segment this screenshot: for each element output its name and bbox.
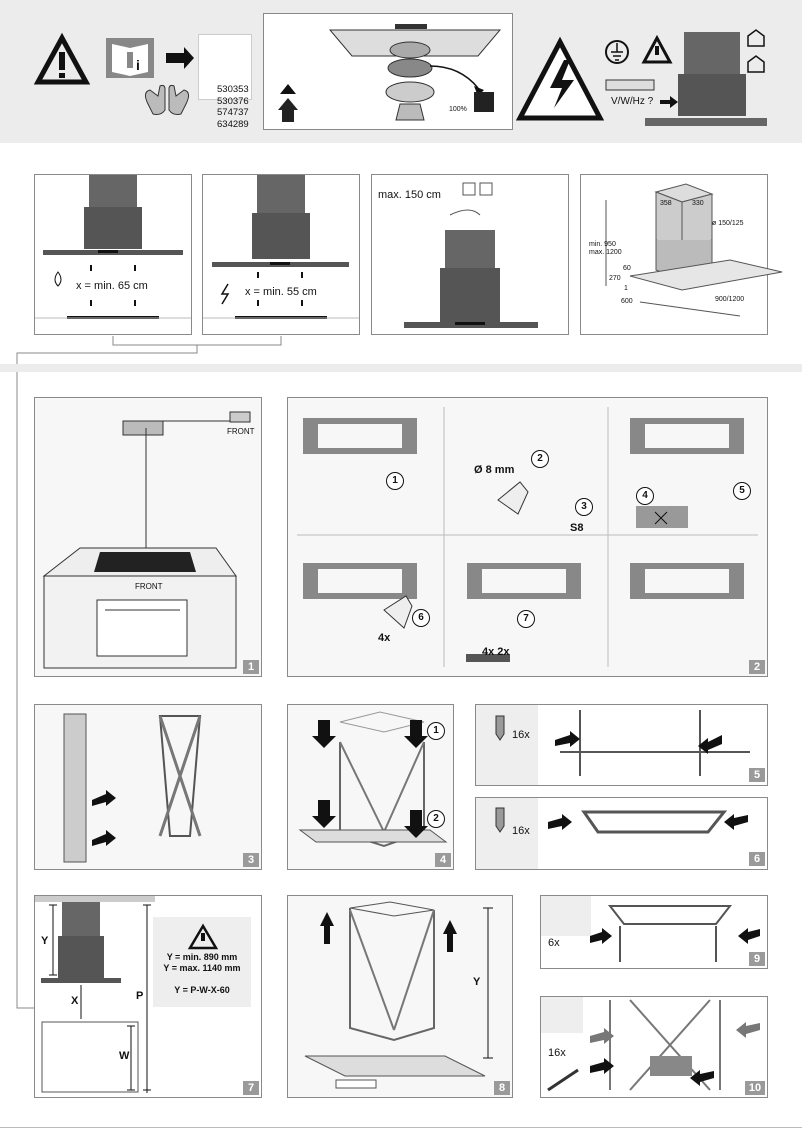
step-5-number: 5 [749,768,765,782]
step-5-qty: 16x [512,729,530,741]
dim-diameter: ø 150/125 [712,220,744,227]
qty-4x2x-label: 4x 2x [482,646,510,658]
step-7-label-x: X [71,995,79,1007]
part-number-3: 634289 [217,118,249,130]
dim-358: 358 [660,200,672,207]
part-numbers-list: 530353 530376 574737 634289 [217,84,249,130]
step-2-sub-6: 6 [412,609,430,627]
step-6-qty: 16x [512,825,530,837]
voltage-label: V/W/Hz ? [611,96,654,107]
step-6-number: 6 [749,852,765,866]
electric-distance-label: x = min. 55 cm [245,286,317,298]
part-number-1: 530376 [217,95,249,107]
step-2-sub-7: 7 [517,610,535,628]
svg-text:i: i [136,57,140,73]
step-8-number: 8 [494,1081,510,1095]
part-number-2: 574737 [217,107,249,118]
recycle-label: 100% [449,106,467,113]
step-2-number: 2 [749,660,765,674]
front-label-top: FRONT [227,427,255,436]
manual-leaflet-icon [198,34,252,100]
step-2-sub-4: 4 [636,487,654,505]
step-9-qty: 6x [548,937,560,949]
step-7-number: 7 [243,1081,259,1095]
screw-size-label: S8 [570,522,584,534]
front-label-bottom: FRONT [135,582,163,591]
part-number-0: 530353 [217,84,249,95]
step-8-label-y: Y [473,976,481,988]
step-4-sub-1: 1 [427,722,445,740]
step-2-sub-1: 1 [386,472,404,490]
hood-unpacking-illustration [278,24,502,122]
step-4-sub-2: 2 [427,810,445,828]
step-7-label-p: P [136,990,144,1002]
dim-330: 330 [692,200,704,207]
dim-600: 600 [621,298,633,305]
electric-warning-icon [515,29,767,126]
step-7-formula-box: Y = min. 890 mm Y = max. 1140 mm Y = P-W… [153,952,251,996]
dim-min-height: min. 950 [589,241,616,248]
dim-1: 1 [624,285,628,292]
step-2-sub-5: 5 [733,482,751,500]
y-max-text: Y = max. 1140 mm [163,963,241,973]
assembly-band [0,364,802,372]
gas-distance-label: x = min. 65 cm [76,280,148,292]
qty-4x-label: 4x [378,632,391,644]
dim-900-1200: 900/1200 [715,296,745,303]
dim-270: 270 [609,275,621,282]
bottom-rule [0,1127,802,1128]
gloves-icon [144,84,190,115]
step-3-number: 3 [243,853,259,867]
y-min-text: Y = min. 890 mm [166,952,238,962]
y-formula-text: Y = P-W-X-60 [174,985,230,995]
step-1-number: 1 [243,660,259,674]
step-9-number: 9 [749,952,765,966]
max-height-label: max. 150 cm [378,189,441,201]
step-7-label-w: W [119,1050,130,1062]
dim-max-height: max. 1200 [589,249,622,256]
dim-60: 60 [623,265,631,272]
step-2-sub-2: 2 [531,450,549,468]
manual-info-icon: i [106,38,194,78]
step-7-label-y: Y [41,935,49,947]
distance-row-illustrations [35,175,783,328]
drill-size-label: Ø 8 mm [474,464,515,476]
step-4-number: 4 [435,853,451,867]
step-10-number: 10 [745,1081,765,1095]
step-2-sub-3: 3 [575,498,593,516]
step-10-qty: 16x [548,1047,566,1059]
